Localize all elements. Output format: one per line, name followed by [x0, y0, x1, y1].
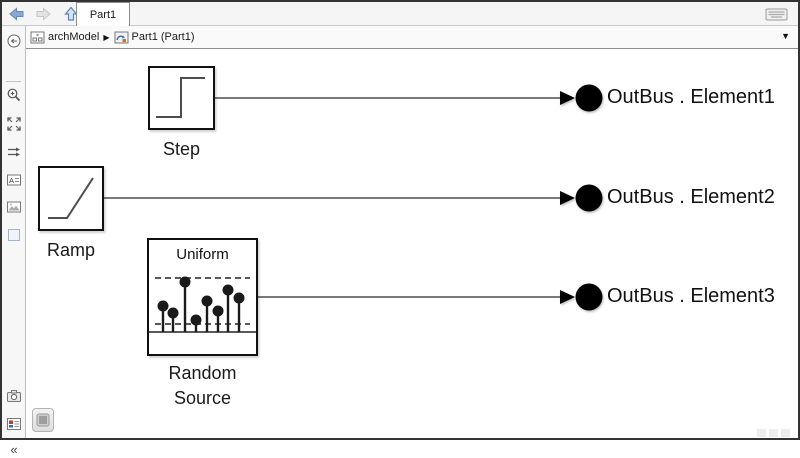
image-icon — [6, 199, 22, 215]
double-arrow-icon — [6, 144, 22, 160]
model-tab-label: Part1 — [90, 9, 116, 21]
step-block-label[interactable]: Step — [141, 137, 222, 162]
back-button[interactable] — [6, 5, 28, 23]
collapse-palette-button[interactable]: « — [4, 440, 24, 458]
breadcrumb-separator: ▶ — [103, 33, 109, 42]
annotation-button[interactable]: A — [4, 171, 24, 189]
back-arrow-icon — [8, 6, 26, 22]
annotation-icon: A — [6, 172, 22, 188]
step-block[interactable] — [148, 66, 215, 130]
screenshot-button[interactable] — [4, 387, 24, 405]
svg-text:A: A — [9, 176, 14, 185]
viewmarks-icon — [6, 416, 22, 432]
hide-explorer-button[interactable] — [4, 32, 24, 50]
breadcrumb-current[interactable]: Part1 (Part1) — [114, 31, 195, 44]
step-waveform-icon — [150, 68, 213, 128]
breadcrumb: archModel ▶ Part1 (Part1) ▼ — [26, 26, 798, 49]
viewmarks-stack-button[interactable] — [32, 408, 54, 432]
route-signals-button[interactable] — [4, 143, 24, 161]
palette-divider — [6, 81, 21, 82]
keyboard-icon — [764, 6, 790, 22]
model-tab[interactable]: Part1 — [76, 2, 130, 26]
circled-arrow-icon — [6, 33, 22, 49]
random-source-block[interactable]: Uniform — [147, 238, 258, 356]
outport-label-2[interactable]: OutBus . Element2 — [607, 186, 775, 209]
random-source-block-label[interactable]: Random Source — [152, 361, 253, 411]
area-box-icon — [6, 227, 22, 243]
breadcrumb-dropdown-caret[interactable]: ▼ — [781, 31, 790, 41]
fit-to-view-icon — [6, 116, 22, 132]
breadcrumb-model-label: archModel — [48, 31, 99, 43]
resize-grip — [757, 429, 790, 437]
breadcrumb-current-label: Part1 (Part1) — [132, 31, 195, 43]
outport-label-3[interactable]: OutBus . Element3 — [607, 285, 775, 308]
component-icon — [114, 31, 129, 44]
area-button[interactable] — [4, 226, 24, 244]
breadcrumb-model[interactable]: archModel — [30, 31, 99, 44]
distribution-label: Uniform — [149, 246, 256, 263]
camera-icon — [6, 388, 22, 404]
outport-label-1[interactable]: OutBus . Element1 — [607, 86, 775, 109]
image-button[interactable] — [4, 198, 24, 216]
forward-arrow-icon — [34, 6, 52, 22]
zoom-button[interactable] — [4, 86, 24, 104]
stack-icon — [36, 413, 50, 427]
ramp-block[interactable] — [38, 166, 104, 231]
keyboard-shortcuts-button[interactable] — [764, 6, 790, 22]
palette-sidebar: A « — [2, 26, 26, 438]
viewmarks-button[interactable] — [4, 415, 24, 433]
fit-to-view-button[interactable] — [4, 115, 24, 133]
zoom-in-icon — [6, 87, 22, 103]
ramp-waveform-icon — [40, 168, 102, 229]
tab-bar: Part1 — [2, 2, 798, 26]
architecture-model-icon — [30, 31, 45, 44]
collapse-chevron-icon: « — [10, 442, 17, 457]
ramp-block-label[interactable]: Ramp — [31, 238, 111, 263]
forward-button[interactable] — [32, 5, 54, 23]
